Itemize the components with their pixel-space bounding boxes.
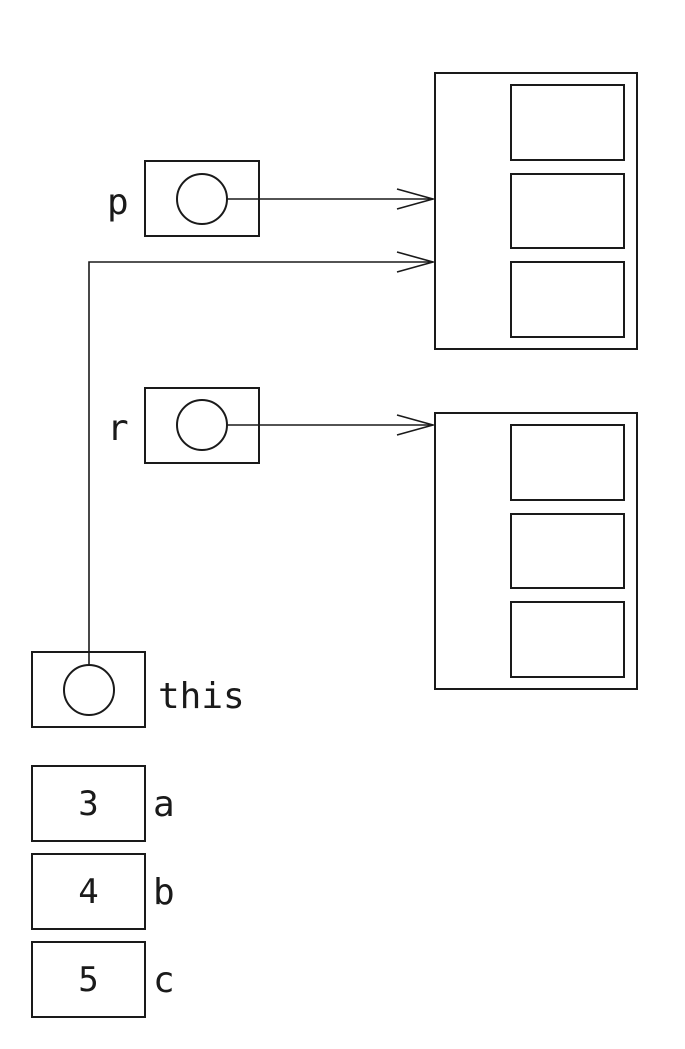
- variable-this: this: [31, 651, 245, 728]
- field-c-label: c: [153, 960, 175, 1001]
- variable-r-label: r: [107, 408, 129, 449]
- object-2-slot-3: [510, 601, 625, 678]
- field-b: 4 b: [31, 853, 175, 930]
- arrow-this-shaft: [88, 261, 433, 665]
- field-b-value: 4: [78, 872, 98, 912]
- heap-object-2: [434, 412, 638, 690]
- arrow-p-head: [396, 188, 436, 210]
- field-c-box: [31, 941, 146, 1018]
- variable-r-reference-dot: [176, 399, 228, 451]
- arrow-r-head: [396, 414, 436, 436]
- variable-this-reference-dot: [63, 664, 115, 716]
- arrow-r-to-object-2: [227, 414, 436, 436]
- arrow-this-to-object-1: [88, 251, 436, 665]
- variable-p-reference-dot: [176, 173, 228, 225]
- object-1-slot-2: [510, 173, 625, 249]
- variable-this-label: this: [158, 676, 245, 717]
- field-c: 5 c: [31, 941, 175, 1018]
- arrow-this-head: [396, 251, 436, 273]
- arrow-p-to-object-1: [227, 188, 436, 210]
- object-1-outer-box: [434, 72, 638, 350]
- object-1-slot-1: [510, 84, 625, 161]
- field-a-value: 3: [78, 784, 98, 824]
- object-2-outer-box: [434, 412, 638, 690]
- object-2-slot-1: [510, 424, 625, 501]
- heap-object-1: [434, 72, 638, 350]
- object-2-slot-2: [510, 513, 625, 589]
- field-b-label: b: [153, 872, 175, 913]
- field-a-label: a: [153, 784, 175, 825]
- field-a: 3 a: [31, 765, 175, 842]
- field-a-box: [31, 765, 146, 842]
- field-c-value: 5: [78, 960, 98, 1000]
- field-b-box: [31, 853, 146, 930]
- variable-p-label: p: [107, 182, 129, 223]
- object-1-slot-3: [510, 261, 625, 338]
